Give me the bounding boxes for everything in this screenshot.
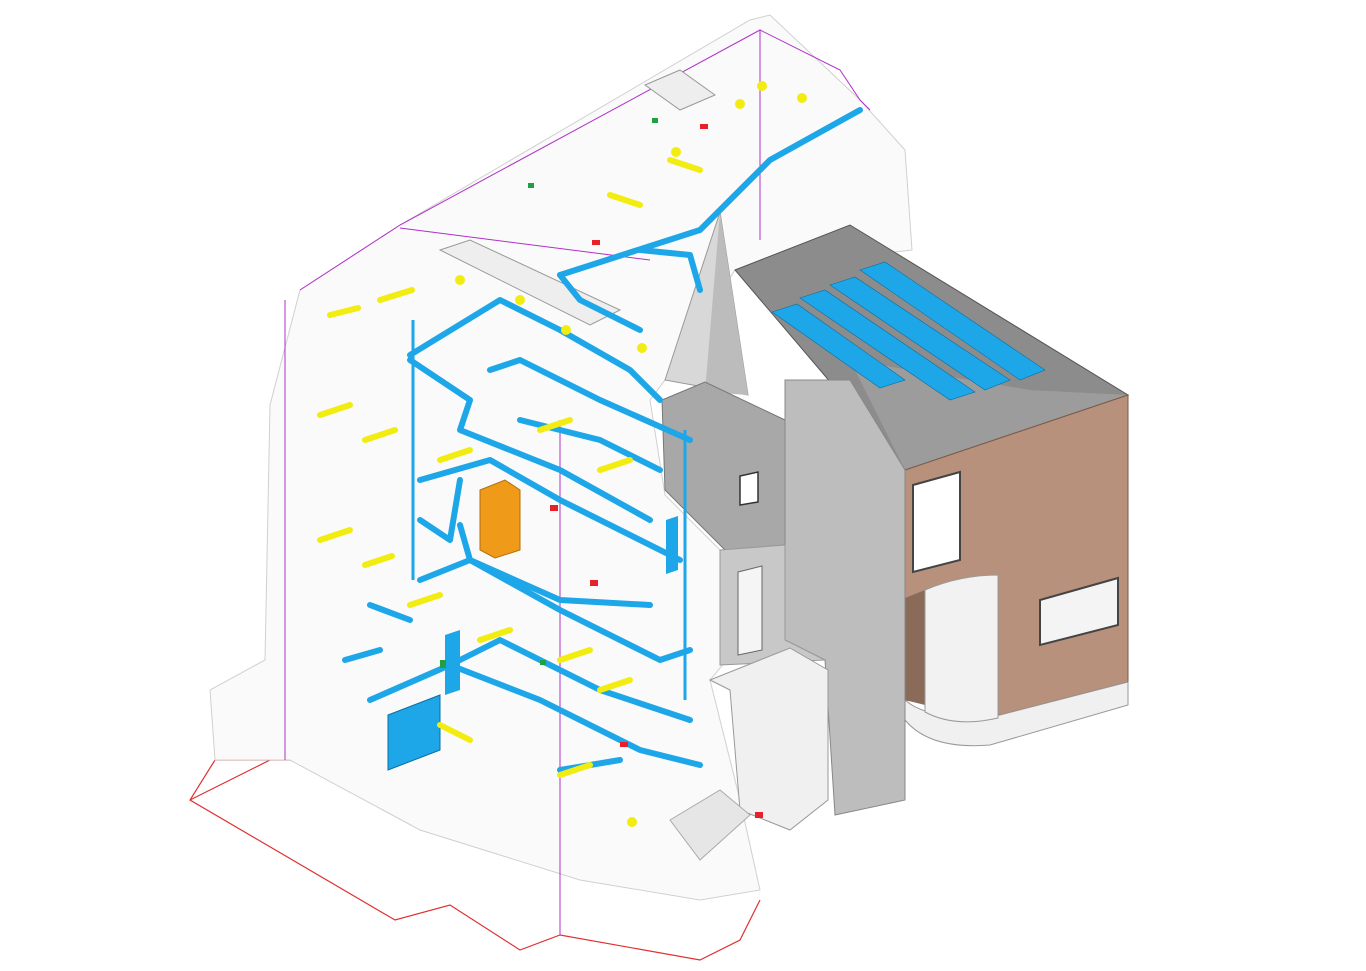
duct-riser-block [445,630,460,695]
duct [417,457,683,563]
tower-wall [784,379,906,816]
green-fitting [652,118,658,123]
yellow-fixture [637,343,647,353]
yellow-fixture [757,81,767,91]
light-fixture [362,553,395,568]
skylight [438,239,622,326]
red-fitting [620,742,628,747]
air-handling-unit [387,694,441,771]
extension-side [905,590,925,705]
duct [487,357,693,443]
duct [342,647,383,663]
red-fitting [590,580,598,586]
tower-door [737,565,763,656]
extension-window-upper [912,470,961,574]
yellow-fixture [515,295,525,305]
light-fixture [437,447,473,463]
yellow-fixture [561,325,571,335]
yellow-fixture [627,817,637,827]
skylight [643,69,717,111]
yellow-fixture [797,93,807,103]
light-fixture [557,647,593,663]
equipment-fixtures [317,157,703,778]
duct [557,107,863,278]
extension-roof-interior [850,360,1128,470]
light-fixture [317,402,353,418]
red-fitting [755,812,763,818]
light-fixture [597,457,633,473]
light-fixture [437,722,473,743]
light-fixture [667,157,703,173]
ductwork [342,107,863,773]
boiler-unit [479,479,521,559]
light-fixture [537,417,573,433]
tower-window [739,471,759,506]
light-fixture [557,762,593,778]
duct [637,247,703,293]
light-fixture [317,527,353,543]
red-fitting [550,505,558,511]
red-fitting [700,124,708,129]
light-fixture [327,305,361,318]
roof-ridge-line [299,29,871,291]
duct [407,357,653,523]
extension-window-lower [1039,576,1119,647]
duct [407,297,663,403]
solar-panels [771,261,1046,401]
tower-spire-shadow [705,212,748,395]
solar-panel [829,276,1011,391]
extension-door-curve [924,574,999,723]
green-fitting [440,660,446,668]
entrance-stairs [669,789,751,861]
light-fixture [597,677,633,693]
light-fixture [477,627,513,643]
yellow-fixture [735,99,745,109]
green-fitting [540,660,546,665]
light-fixture [362,427,398,443]
duct [557,272,643,333]
solar-panel [859,261,1046,381]
duct [367,662,703,768]
light-fixture [407,592,443,608]
solar-panel [771,303,906,389]
duct [457,522,653,608]
light-fixture [607,192,643,208]
duct [367,602,413,623]
green-fitting [528,183,534,188]
solar-panel [799,289,976,401]
duct [447,637,693,723]
duct [417,557,693,663]
outline-magenta-line [399,227,651,261]
yellow-fixture [455,275,465,285]
equipment-points [440,81,807,827]
red-fitting [592,240,600,245]
entrance-porch [708,647,829,831]
duct-riser-block [666,516,678,574]
light-fixture [377,287,415,303]
duct [417,477,463,543]
yellow-fixture [671,147,681,157]
